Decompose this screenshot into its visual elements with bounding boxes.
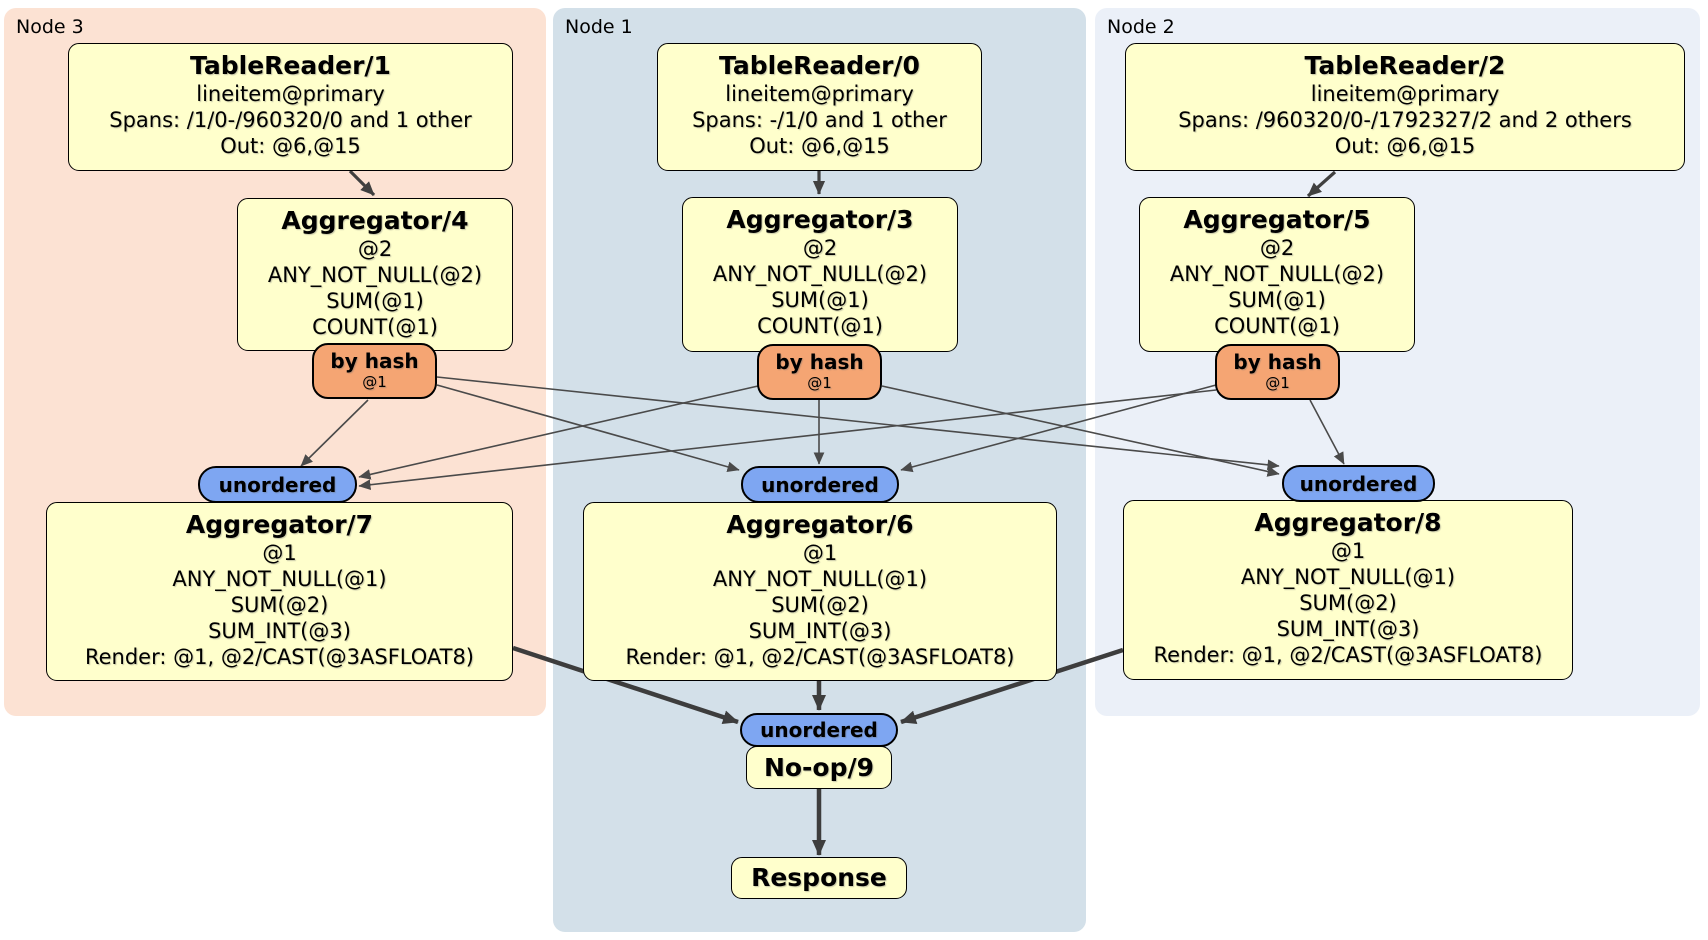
processor-title: TableReader/0 [719, 51, 920, 80]
processor-title: No-op/9 [763, 752, 875, 782]
processor-detail-line: ANY_NOT_NULL(@1) [1240, 565, 1456, 589]
sync-unordered-1: unordered [741, 466, 899, 503]
processor-detail-line: @2 [357, 237, 393, 261]
edge-thin [358, 385, 759, 480]
router-label: by hash [775, 350, 864, 374]
processor-title: Response [751, 863, 887, 892]
processor-detail-line: ANY_NOT_NULL(@2) [267, 263, 483, 287]
edge-thin [1309, 399, 1345, 465]
processor-detail-line: SUM_INT(@3) [208, 619, 351, 643]
edge-thick [512, 645, 739, 725]
processor-response: Response [731, 857, 907, 899]
processor-detail-line: Out: @6,@15 [749, 134, 890, 158]
router-by-hash-1: by hash@1 [757, 344, 882, 400]
processor-detail-line: SUM(@2) [230, 593, 329, 617]
region-label: Node 2 [1107, 16, 1175, 38]
edge-thin [436, 376, 1280, 471]
edge-thin [358, 389, 1217, 491]
router-by-hash-2: by hash@1 [1215, 344, 1340, 400]
router-label: by hash [1233, 350, 1322, 374]
processor-no-op-9: No-op/9 [746, 746, 892, 789]
processor-detail-line: SUM(@1) [1228, 288, 1326, 312]
edge-mid [1306, 170, 1337, 198]
processor-detail-line: COUNT(@1) [757, 314, 883, 338]
router-hash-key: @1 [362, 373, 387, 391]
processor-detail-line: @1 [262, 541, 297, 565]
processor-detail-line: SUM(@1) [771, 288, 869, 312]
processor-detail-line: SUM(@2) [1299, 591, 1397, 615]
region-label: Node 1 [565, 16, 633, 38]
processor-detail-line: ANY_NOT_NULL(@1) [712, 567, 928, 591]
processor-title: Aggregator/3 [726, 205, 914, 234]
processor-detail-line: Render: @1, @2/CAST(@3ASFLOAT8) [84, 645, 475, 669]
processor-detail-line: Spans: /1/0-/960320/0 and 1 other [109, 108, 472, 132]
router-hash-key: @1 [1265, 374, 1290, 392]
processor-detail-line: Out: @6,@15 [1334, 134, 1476, 158]
sync-unordered-0: unordered [198, 466, 357, 503]
router-label: by hash [330, 349, 419, 373]
edge-thick [900, 647, 1124, 725]
processor-detail-line: SUM_INT(@3) [1276, 617, 1420, 641]
processor-detail-line: COUNT(@1) [312, 315, 438, 339]
region-label: Node 3 [16, 16, 84, 38]
processor-detail-line: Out: @6,@15 [220, 134, 361, 158]
processor-detail-line: @1 [802, 541, 838, 565]
processor-detail-line: SUM_INT(@3) [748, 619, 892, 643]
edge-thin [881, 385, 1280, 477]
processor-title: Aggregator/5 [1183, 205, 1371, 234]
processor-detail-line: Spans: -/1/0 and 1 other [692, 108, 947, 132]
processor-title: TableReader/1 [190, 51, 391, 80]
processor-detail-line: lineitem@primary [1310, 82, 1500, 106]
processor-detail-line: SUM(@1) [326, 289, 424, 313]
processor-detail-line: ANY_NOT_NULL(@2) [712, 262, 928, 286]
processor-detail-line: lineitem@primary [196, 82, 385, 106]
processor-detail-line: Render: @1, @2/CAST(@3ASFLOAT8) [625, 645, 1015, 669]
processor-title: Aggregator/8 [1254, 508, 1442, 537]
processor-title: TableReader/2 [1304, 51, 1506, 80]
processor-detail-line: ANY_NOT_NULL(@1) [172, 567, 387, 591]
processor-title: Aggregator/4 [281, 206, 469, 235]
sync-unordered-2: unordered [1282, 465, 1435, 502]
processor-title: Aggregator/7 [185, 510, 374, 539]
processor-detail-line: Spans: /960320/0-/1792327/2 and 2 others [1178, 108, 1632, 132]
processor-detail-line: @1 [1330, 539, 1366, 563]
router-hash-key: @1 [807, 374, 832, 392]
router-by-hash-0: by hash@1 [312, 343, 437, 399]
edge-mid [348, 169, 376, 197]
processor-detail-line: lineitem@primary [725, 82, 914, 106]
processor-detail-line: COUNT(@1) [1214, 314, 1340, 338]
edge-thin [300, 399, 369, 467]
processor-detail-line: SUM(@2) [771, 593, 869, 617]
processor-detail-line: ANY_NOT_NULL(@2) [1169, 262, 1385, 286]
edge-thin [900, 384, 1217, 473]
sync-unordered-3: unordered [740, 713, 898, 747]
processor-detail-line: @2 [802, 236, 838, 260]
processor-detail-line: Render: @1, @2/CAST(@3ASFLOAT8) [1153, 643, 1543, 667]
edge-thin [436, 384, 740, 473]
processor-title: Aggregator/6 [726, 510, 914, 539]
processor-detail-line: @2 [1259, 236, 1295, 260]
